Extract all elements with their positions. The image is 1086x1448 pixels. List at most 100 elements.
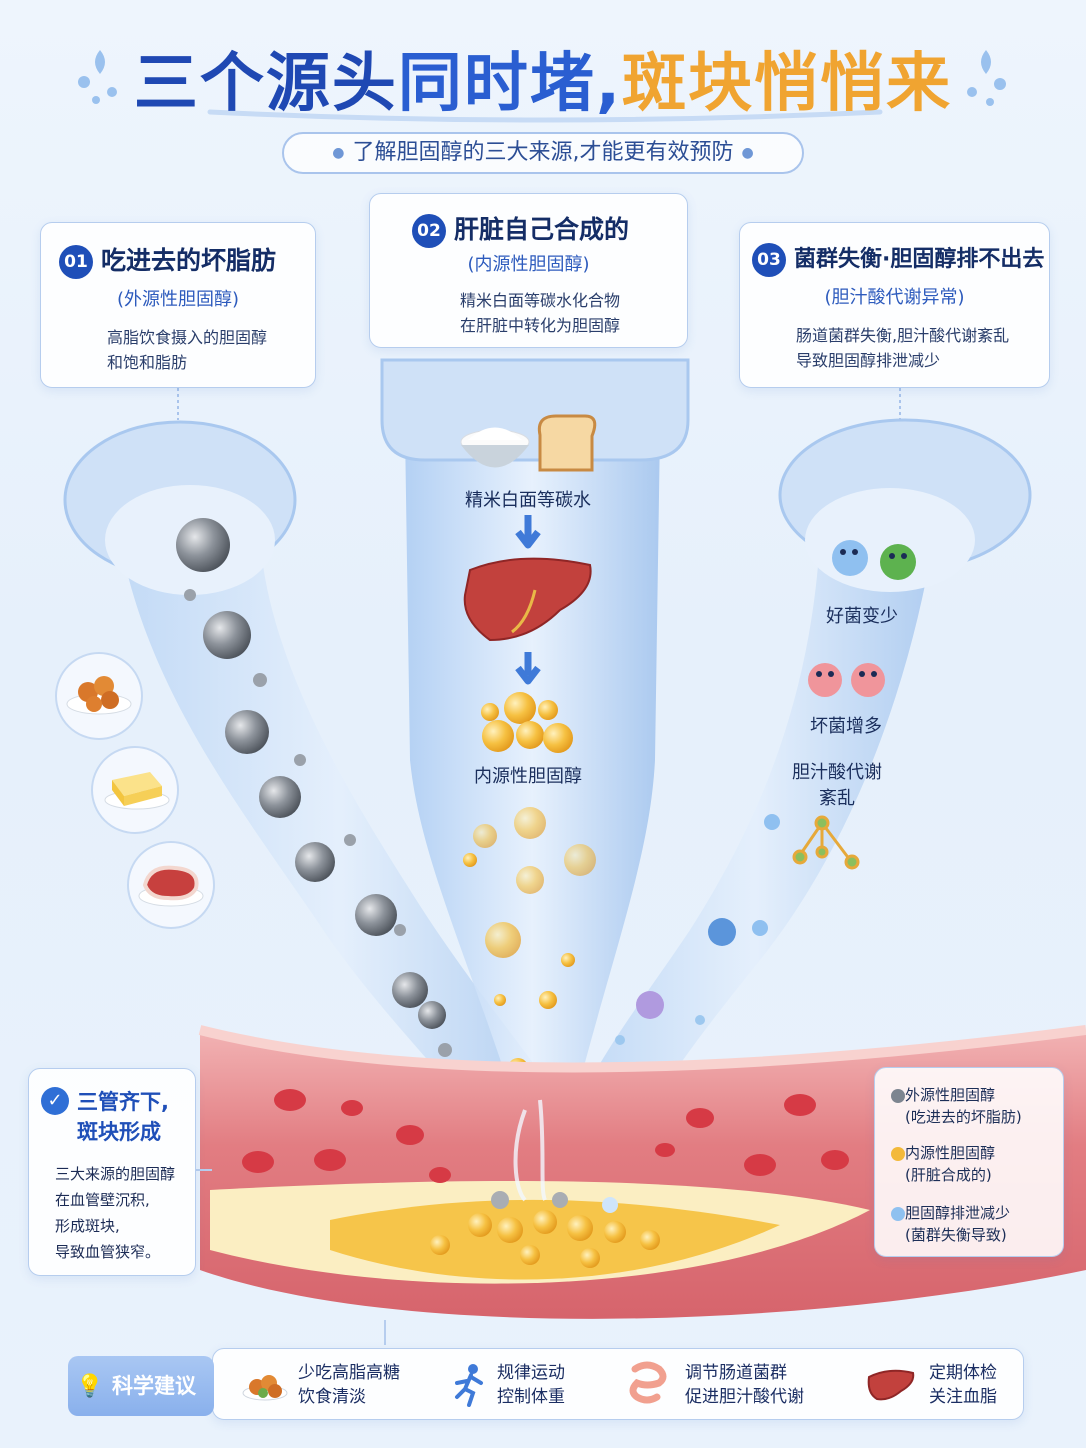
subtitle-text: 了解胆固醇的三大来源,才能更有效预防 <box>352 140 734 165</box>
conclusion-title-line: 斑块形成 <box>77 1120 161 1144</box>
source-desc-line: 导致胆固醇排泄减少 <box>796 351 941 370</box>
source-desc-line: 精米白面等碳水化合物 <box>460 291 621 310</box>
label-bile-line: 胆汁酸代谢 <box>792 762 882 783</box>
conclusion-title: 三管齐下, 斑块形成 <box>77 1087 169 1147</box>
advice-tip-bacteria: 调节肠道菌群 促进胆汁酸代谢 <box>685 1361 804 1409</box>
advice-tip-line: 规律运动 <box>497 1363 565 1383</box>
source-box-bacteria: 03 菌群失衡·胆固醇排不出去 (胆汁酸代谢异常) 肠道菌群失衡,胆汁酸代谢紊乱 … <box>739 222 1050 388</box>
bile-acid-molecule-icon <box>792 815 860 870</box>
label-good-bacteria: 好菌变少 <box>826 606 898 627</box>
water-splash-right-icon <box>967 50 1006 106</box>
source-title-text: 吃进去的坏脂肪 <box>101 246 277 275</box>
legend-line: 内源性胆固醇 <box>905 1144 996 1162</box>
source-title-text: 肝脏自己合成的 <box>454 215 630 244</box>
source-desc-line: 高脂饮食摄入的胆固醇 <box>107 328 268 347</box>
legend-dot-gray <box>891 1089 905 1103</box>
bullet-dot-icon: ● <box>332 145 345 161</box>
conclusion-desc-line: 导致血管狭窄。 <box>55 1243 161 1261</box>
butter-icon <box>91 746 179 834</box>
water-splash-left-icon <box>78 50 117 104</box>
legend-item-excretion: 胆固醇排泄减少 (菌群失衡导致) <box>891 1202 1011 1246</box>
source-desc: 高脂饮食摄入的胆固醇 和饱和脂肪 <box>59 325 315 375</box>
advice-tip-checkup: 定期体检 关注血脂 <box>929 1361 997 1409</box>
legend-dot-blue <box>891 1207 905 1221</box>
exogenous-cholesterol-balls <box>176 518 452 1057</box>
legend: 外源性胆固醇 (吃进去的坏脂肪) 内源性胆固醇 (肝脏合成的) 胆固醇排泄减少 … <box>874 1067 1064 1257</box>
legend-line: (菌群失衡导致) <box>905 1226 1007 1244</box>
bread-icon <box>537 414 597 472</box>
label-carbs: 精米白面等碳水 <box>465 490 591 511</box>
lightbulb-icon: 💡 <box>76 1374 104 1399</box>
legend-line: 胆固醇排泄减少 <box>905 1204 1011 1222</box>
bullet-dot-icon: ● <box>741 145 754 161</box>
number-badge: 01 <box>59 245 93 279</box>
title-part1: 三个源头 <box>133 47 398 121</box>
advice-tip-line: 关注血脂 <box>929 1387 997 1407</box>
fried-food-icon <box>55 652 143 740</box>
advice-tip-line: 调节肠道菌群 <box>685 1363 787 1383</box>
liver-icon <box>463 557 592 642</box>
advice-label-text: 科学建议 <box>112 1374 196 1398</box>
splash-stream <box>513 1099 547 1202</box>
title-part3: 斑块悄悄来 <box>622 47 953 121</box>
advice-tip-line: 定期体检 <box>929 1363 997 1383</box>
conclusion-desc-line: 三大来源的胆固醇 <box>55 1165 176 1183</box>
page-subtitle: ● 了解胆固醇的三大来源,才能更有效预防 ● <box>282 132 804 174</box>
source-subtitle: (胆汁酸代谢异常) <box>824 287 965 308</box>
bad-bacteria-icon <box>808 663 885 697</box>
advice-tip-diet: 少吃高脂高糖 饮食清淡 <box>298 1361 400 1409</box>
source-title: 03 菌群失衡·胆固醇排不出去 <box>752 241 1049 277</box>
legend-line: 外源性胆固醇 <box>905 1086 996 1104</box>
source-subtitle: (外源性胆固醇) <box>116 289 240 310</box>
advice-tip-line: 促进胆汁酸代谢 <box>685 1387 804 1407</box>
number-badge: 02 <box>412 214 446 248</box>
legend-line: (肝脏合成的) <box>905 1166 992 1184</box>
running-icon <box>455 1364 483 1407</box>
arrow-down-icon-2 <box>515 652 541 685</box>
advice-tip-line: 少吃高脂高糖 <box>298 1363 400 1383</box>
source-title: 01 吃进去的坏脂肪 <box>59 241 315 279</box>
label-bad-bacteria: 坏菌增多 <box>810 716 882 737</box>
label-bile-acid: 胆汁酸代谢 紊乱 <box>770 760 904 812</box>
legend-line: (吃进去的坏脂肪) <box>905 1108 1022 1126</box>
source-box-exogenous: 01 吃进去的坏脂肪 (外源性胆固醇) 高脂饮食摄入的胆固醇 和饱和脂肪 <box>40 222 316 388</box>
title-underline <box>207 109 883 123</box>
conclusion-desc-line: 在血管壁沉积, <box>55 1191 150 1209</box>
conclusion-title-line: 三管齐下, <box>77 1090 169 1114</box>
label-bile-line: 紊乱 <box>819 788 855 809</box>
checkmark-icon: ✓ <box>41 1087 69 1115</box>
advice-tip-line: 控制体重 <box>497 1387 565 1407</box>
advice-label: 💡 科学建议 <box>68 1356 214 1416</box>
source-title-text: 菌群失衡·胆固醇排不出去 <box>794 247 1045 272</box>
drifting-bacteria <box>615 814 780 1045</box>
source-box-endogenous: 02 肝脏自己合成的 (内源性胆固醇) 精米白面等碳水化合物 在肝脏中转化为胆固醇 <box>369 193 688 348</box>
label-endogenous: 内源性胆固醇 <box>474 766 582 787</box>
conclusion-desc: 三大来源的胆固醇 在血管壁沉积, 形成斑块, 导致血管狭窄。 <box>55 1161 175 1265</box>
red-blood-cells <box>242 1089 849 1183</box>
rice-bowl-icon <box>460 427 530 468</box>
legend-item-endogenous: 内源性胆固醇 (肝脏合成的) <box>891 1142 996 1186</box>
good-bacteria-icon <box>832 540 916 580</box>
page-title: 三个源头同时堵,斑块悄悄来 <box>0 32 1086 124</box>
source-subtitle: (内源性胆固醇) <box>467 254 590 275</box>
source-desc-line: 和饱和脂肪 <box>107 353 188 372</box>
number-badge: 03 <box>752 243 786 277</box>
left-pipe <box>63 420 560 1110</box>
steak-icon <box>127 841 215 929</box>
source-desc-line: 肠道菌群失衡,胆汁酸代谢紊乱 <box>796 326 1010 345</box>
legend-dot-gold <box>891 1147 905 1161</box>
source-desc: 精米白面等碳水化合物 在肝脏中转化为胆固醇 <box>412 288 687 338</box>
advice-tip-exercise: 规律运动 控制体重 <box>497 1361 565 1409</box>
food-icon <box>242 1375 288 1401</box>
advice-tip-line: 饮食清淡 <box>298 1387 366 1407</box>
source-desc: 肠道菌群失衡,胆汁酸代谢紊乱 导致胆固醇排泄减少 <box>752 323 1049 373</box>
intestine-icon <box>629 1361 667 1404</box>
conclusion-box: ✓ 三管齐下, 斑块形成 三大来源的胆固醇 在血管壁沉积, 形成斑块, 导致血管… <box>28 1068 196 1276</box>
conclusion-desc-line: 形成斑块, <box>55 1217 120 1235</box>
legend-item-exogenous: 外源性胆固醇 (吃进去的坏脂肪) <box>891 1084 1022 1128</box>
title-part2: 同时堵, <box>397 47 623 121</box>
plaque-deposits <box>430 1191 660 1268</box>
liver-checkup-icon <box>867 1369 915 1401</box>
arrow-down-icon <box>515 515 541 549</box>
